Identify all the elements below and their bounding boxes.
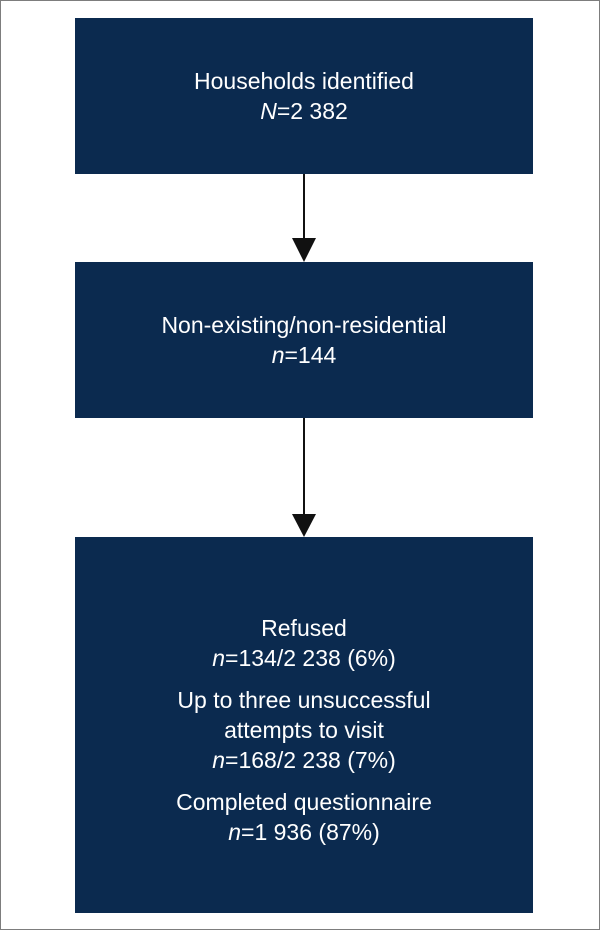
- households-identified-box: Households identified N=2 382: [75, 18, 533, 174]
- non-existing-count: n=144: [272, 340, 337, 370]
- completed-count-var: n: [228, 819, 242, 845]
- completed-title: Completed questionnaire: [176, 789, 432, 815]
- completed-count: n=1 936 (87%): [228, 817, 380, 847]
- unsuccessful-title-line2: attempts to visit: [224, 717, 384, 743]
- non-existing-count-value: =144: [284, 342, 337, 368]
- arrow-1-head: [292, 238, 316, 262]
- completed-count-value: =1 936 (87%): [241, 819, 380, 845]
- non-existing-box: Non-existing/non-residential n=144: [75, 262, 533, 418]
- refused-count: n=134/2 238 (6%): [212, 643, 396, 673]
- households-count: N=2 382: [260, 96, 348, 126]
- households-count-var: N: [260, 98, 277, 124]
- unsuccessful-count-var: n: [212, 747, 226, 773]
- outcomes-box: Refused n=134/2 238 (6%) Up to three uns…: [75, 537, 533, 913]
- refused-count-var: n: [212, 645, 226, 671]
- arrow-1: [292, 174, 316, 262]
- non-existing-title: Non-existing/non-residential: [161, 312, 447, 338]
- refused-count-value: =134/2 238 (6%): [225, 645, 396, 671]
- unsuccessful-count-value: =168/2 238 (7%): [225, 747, 396, 773]
- arrow-2: [292, 418, 316, 537]
- households-count-value: =2 382: [276, 98, 348, 124]
- households-title: Households identified: [194, 68, 414, 94]
- arrow-2-head: [292, 514, 316, 537]
- non-existing-count-var: n: [271, 342, 285, 368]
- unsuccessful-count: n=168/2 238 (7%): [212, 745, 396, 775]
- refused-title: Refused: [261, 615, 347, 641]
- unsuccessful-title-line1: Up to three unsuccessful: [177, 687, 431, 713]
